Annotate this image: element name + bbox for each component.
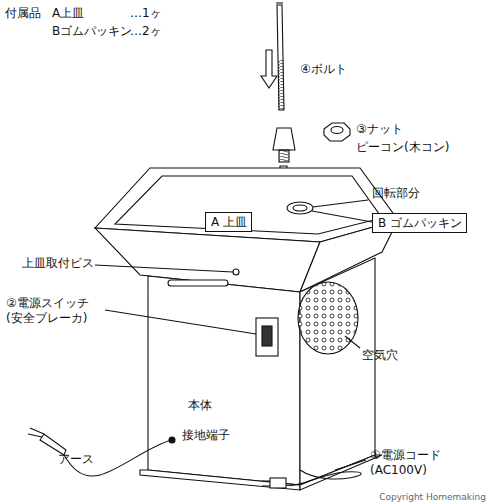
part-label: ②電源スイッチ (安全ブレーカ) xyxy=(6,296,106,326)
part-label: ①電源コード (AC100V) xyxy=(370,448,465,478)
box-text: B ゴムパッキン xyxy=(378,216,461,231)
part-label: ピーコン(木コン) xyxy=(356,140,449,155)
label-box: A 上皿 xyxy=(205,212,252,232)
part-label: …1ヶ xyxy=(130,6,162,21)
part-label: ③ナット xyxy=(356,122,403,137)
box-text: A 上皿 xyxy=(211,215,246,230)
part-label: 上皿取付ビス xyxy=(22,256,94,271)
label-box: B ゴムパッキン xyxy=(372,213,467,233)
part-label: …2ヶ xyxy=(130,24,162,39)
copyright-note: Copyright Homemaking xyxy=(379,490,486,504)
part-label: ④ボルト xyxy=(300,62,347,77)
part-label: 付属品 xyxy=(5,6,41,21)
part-label: A上皿 xyxy=(52,6,84,21)
part-label: 接地端子 xyxy=(182,428,230,443)
part-label: 回転部分 xyxy=(372,186,420,201)
part-label: 本体 xyxy=(188,398,212,413)
part-label: アース xyxy=(58,452,94,467)
part-label: 空気穴 xyxy=(362,348,398,363)
part-label: Bゴムパッキン xyxy=(52,24,132,39)
